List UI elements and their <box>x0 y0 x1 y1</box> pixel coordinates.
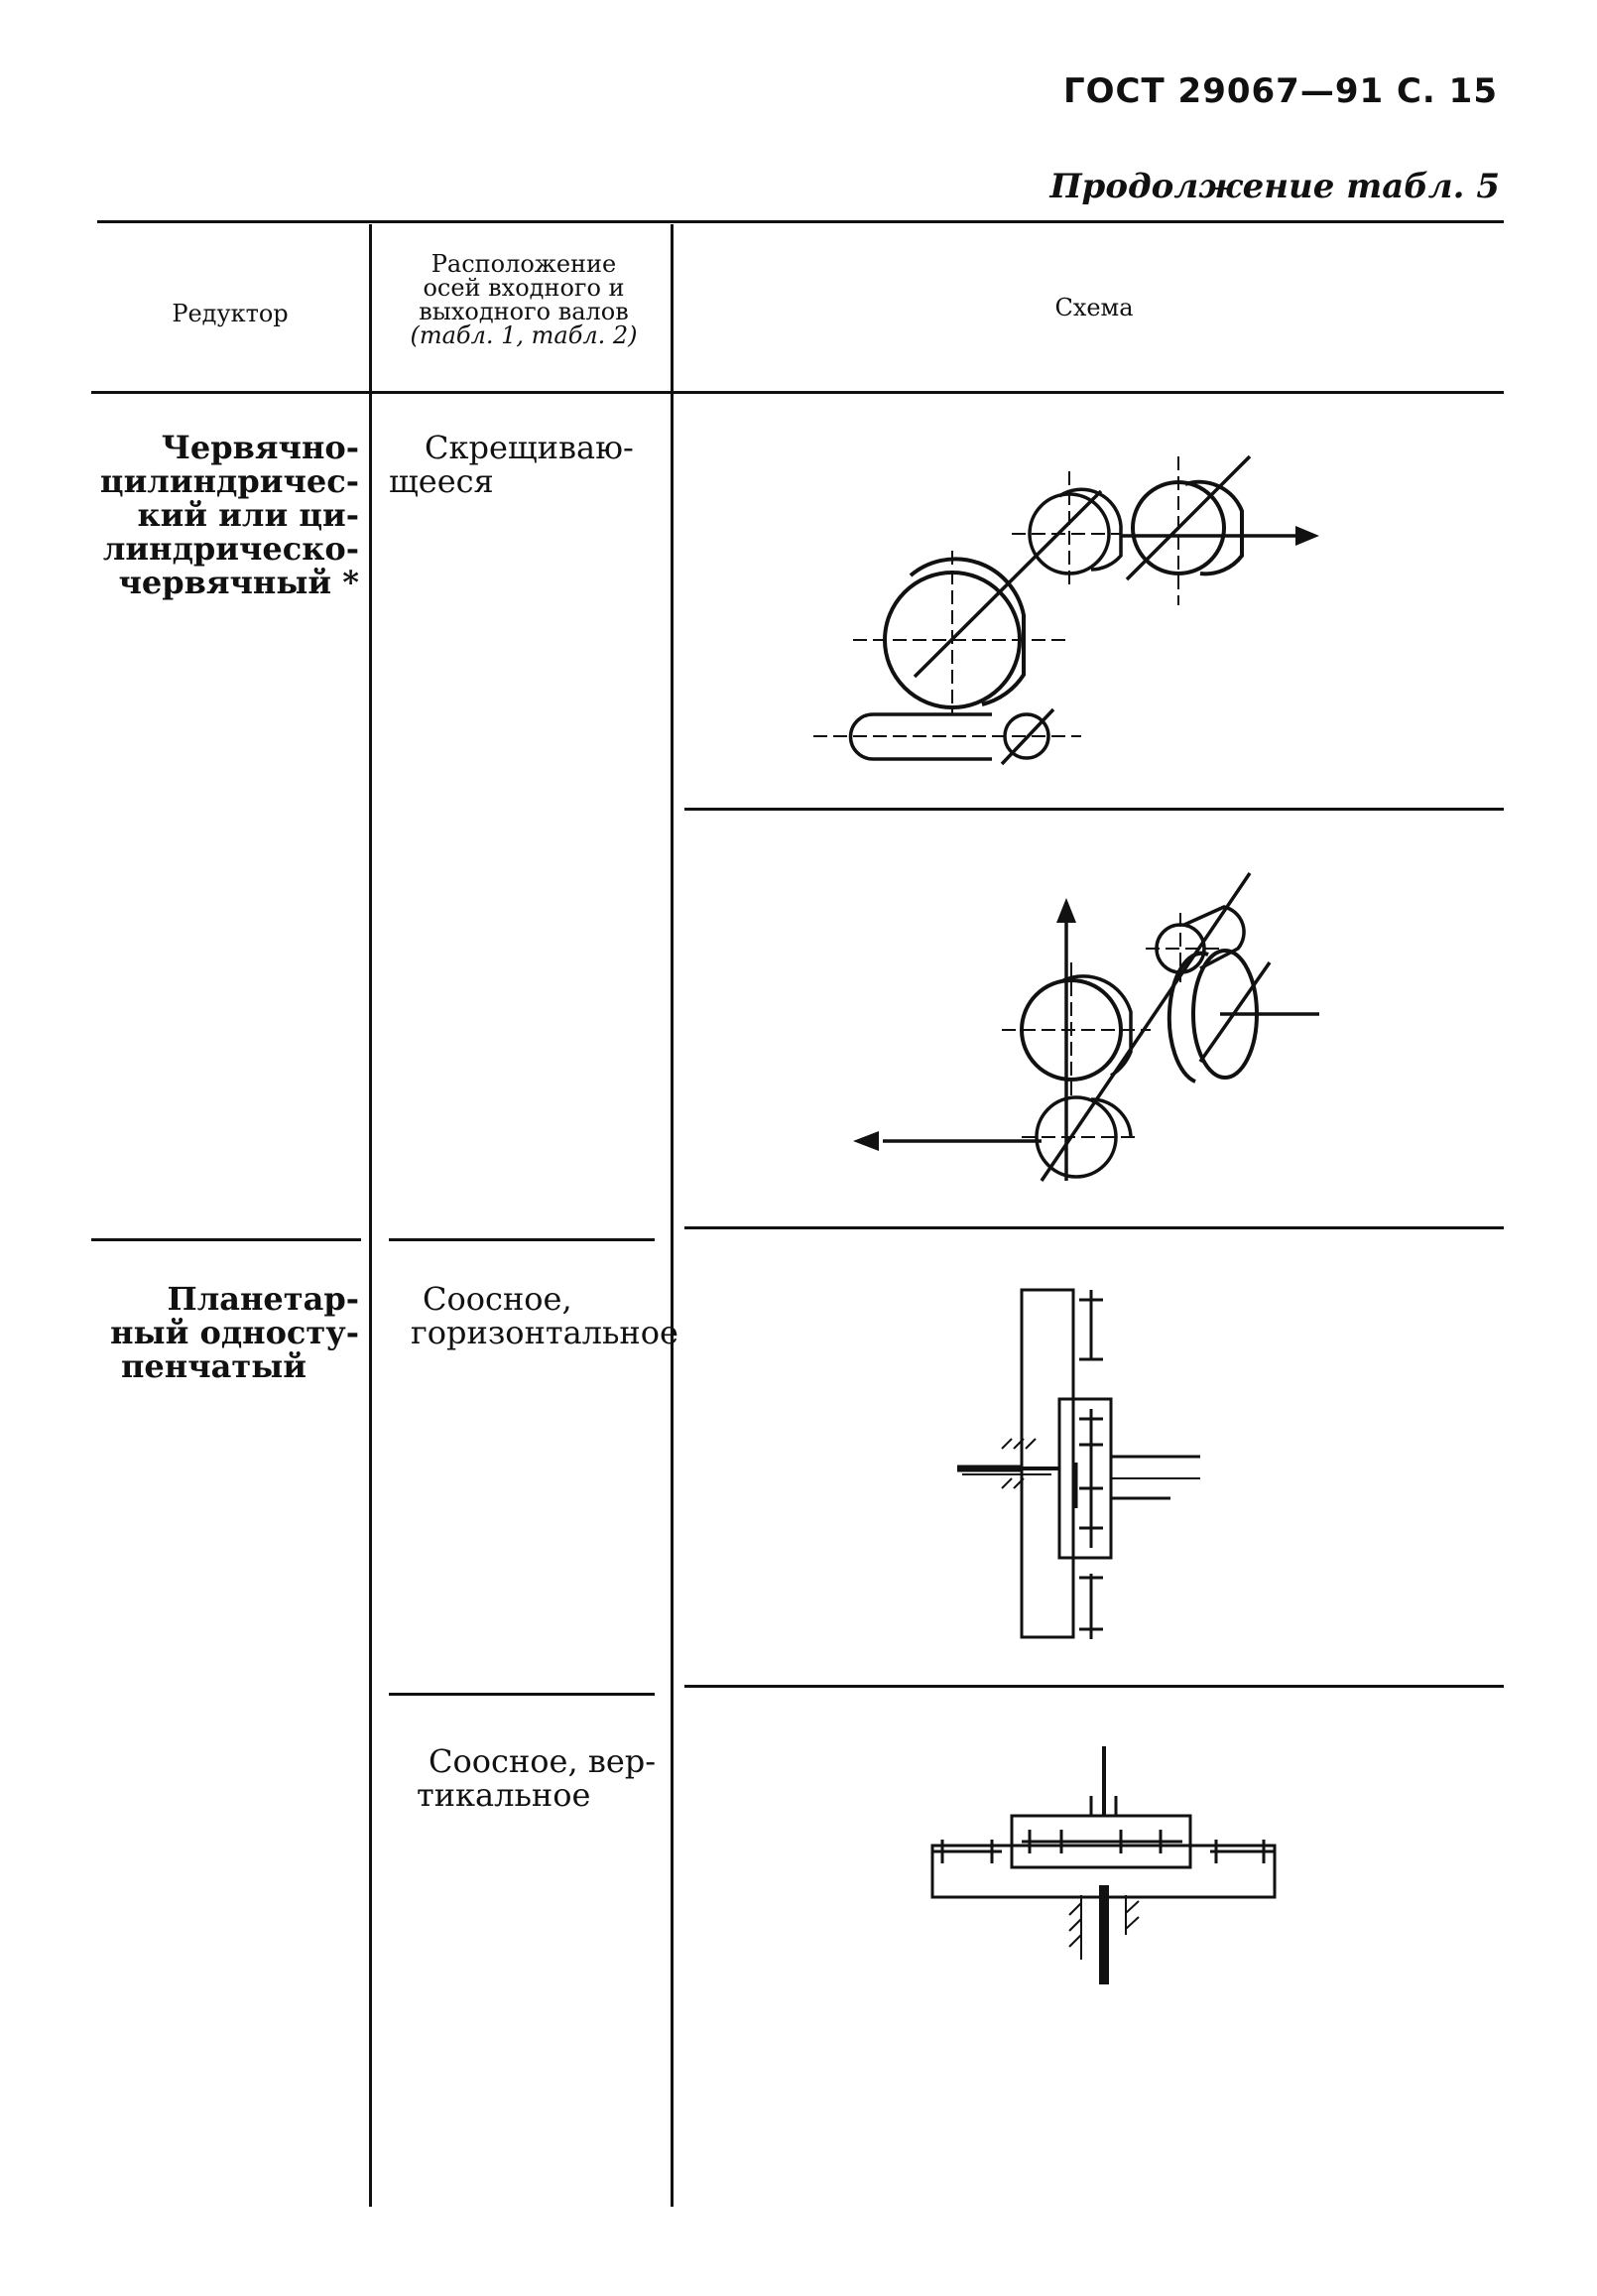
row2-reducer-line: Планетар- <box>167 1280 359 1318</box>
row2-reducer-cell: Планетар- ный односту- пенчатый <box>81 1282 359 1383</box>
column-header-reducer: Редуктор <box>172 300 289 327</box>
row-divider-1-col3 <box>684 1226 1504 1229</box>
column-header-axes-line: выходного валов <box>419 298 629 325</box>
row1-reducer-line: цилиндричес- <box>99 462 359 500</box>
row2-axes-cell: Соосное, горизонтальное <box>389 1280 678 1351</box>
row1-reducer-line: Червячно- <box>161 429 359 466</box>
row1-reducer-line: кий или ци- <box>137 496 359 534</box>
header-bottom-rule <box>91 391 1504 394</box>
row-divider-2-col3 <box>684 1685 1504 1688</box>
column-header-axes-line: Расположение <box>430 250 617 278</box>
row1-axes-line: Скрещиваю- <box>425 429 634 466</box>
row1-reducer-cell: Червячно- цилиндричес- кий или ци- линдр… <box>81 431 359 599</box>
row-divider-1-col2 <box>389 1238 655 1241</box>
row3-axes-cell: Соосное, вер- тикальное <box>389 1744 663 1812</box>
row2-axes-line: горизонтальное <box>411 1314 678 1351</box>
scheme-planetary-horizontal <box>957 1288 1200 1639</box>
row2-axes-line: Соосное, <box>423 1280 572 1318</box>
column-header-axes-line: осей входного и <box>423 274 625 302</box>
row3-axes-line: Соосное, вер- <box>429 1742 657 1780</box>
scheme-divider-1 <box>684 808 1504 811</box>
scheme-planetary-vertical <box>930 1746 1277 1984</box>
table-continuation-label: Продолжение табл. 5 <box>1049 167 1500 206</box>
row2-reducer-line: пенчатый <box>121 1347 307 1385</box>
row3-axes-line: тикальное <box>417 1776 591 1814</box>
row1-axes-cell: Скрещиваю- щееся <box>389 431 657 498</box>
column-header-scheme: Схема <box>1054 294 1134 321</box>
row1-reducer-line: линдрическо- <box>102 530 359 568</box>
row1-reducer-line: червячный * <box>118 564 359 601</box>
column-divider-1 <box>369 224 372 2207</box>
table-top-rule <box>97 220 1504 223</box>
row-divider-2-col2 <box>389 1693 655 1696</box>
row2-reducer-line: ный односту- <box>110 1314 359 1351</box>
column-divider-2 <box>671 224 674 2207</box>
column-header-axes-line: (табл. 1, табл. 2) <box>410 321 638 349</box>
scheme-worm-cylindrical-1 <box>813 454 1319 766</box>
row1-axes-line: щееся <box>389 462 494 500</box>
scheme-worm-cylindrical-2 <box>853 872 1319 1182</box>
page-reference: ГОСТ 29067—91 С. 15 <box>1062 71 1498 111</box>
row-divider-1-col1 <box>91 1238 361 1241</box>
column-header-axes: Расположение осей входного и выходного в… <box>377 252 671 347</box>
